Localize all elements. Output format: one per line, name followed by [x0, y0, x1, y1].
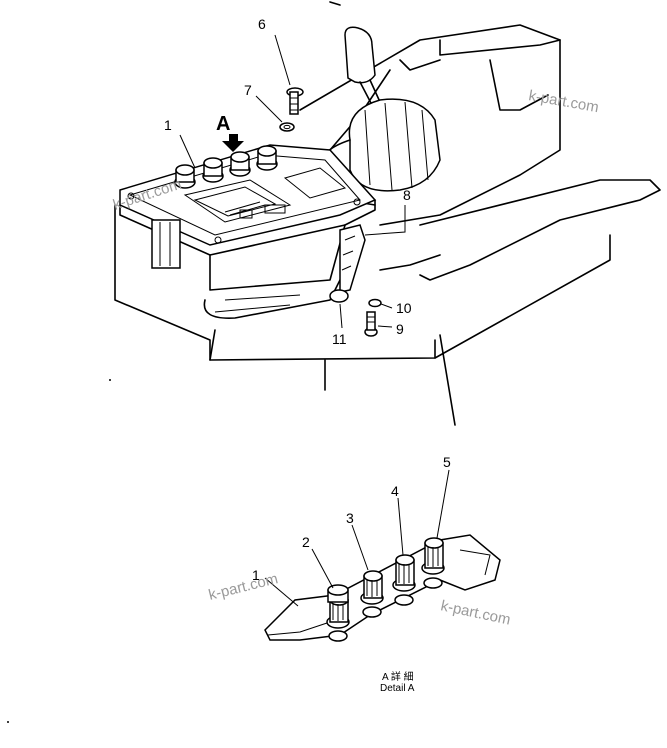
callout-10: 10	[396, 300, 412, 316]
callout-1: 1	[164, 117, 172, 133]
bolt	[364, 311, 378, 337]
callout-7: 7	[244, 82, 252, 98]
view-arrow-icon	[222, 134, 244, 152]
detail-a-drawing	[264, 469, 501, 642]
callout-4: 4	[391, 483, 399, 499]
view-label-a: A	[216, 113, 230, 135]
callout-2: 2	[302, 534, 310, 550]
panel-knob	[174, 164, 196, 189]
panel-knob	[256, 145, 278, 171]
callout-9: 9	[396, 321, 404, 337]
watermark: k-part.com	[439, 597, 512, 628]
watermark: k-part.com	[527, 87, 600, 116]
detail-knob	[360, 570, 384, 618]
washer	[279, 122, 295, 132]
detail-knob	[392, 554, 416, 606]
callout-5: 5	[443, 454, 451, 470]
watermark: k-part.com	[207, 570, 280, 604]
caption-english: Detail A	[380, 683, 415, 694]
joystick-lever	[321, 26, 441, 206]
nut	[329, 289, 349, 303]
detail-knob	[326, 584, 350, 642]
leader-lines	[179, 34, 406, 329]
callout-6: 6	[258, 16, 266, 32]
panel-knob	[229, 151, 251, 177]
caption-japanese: A 詳 細	[382, 670, 414, 683]
callout-detail-1: 1	[252, 567, 260, 583]
callout-11: 11	[332, 331, 347, 347]
callout-8: 8	[403, 187, 411, 203]
bracket	[339, 224, 366, 293]
washer	[368, 298, 382, 308]
detail-knob	[421, 537, 445, 589]
panel-knob	[202, 157, 224, 183]
screw	[286, 87, 304, 115]
switch-panel	[119, 144, 377, 319]
callout-3: 3	[346, 510, 354, 526]
